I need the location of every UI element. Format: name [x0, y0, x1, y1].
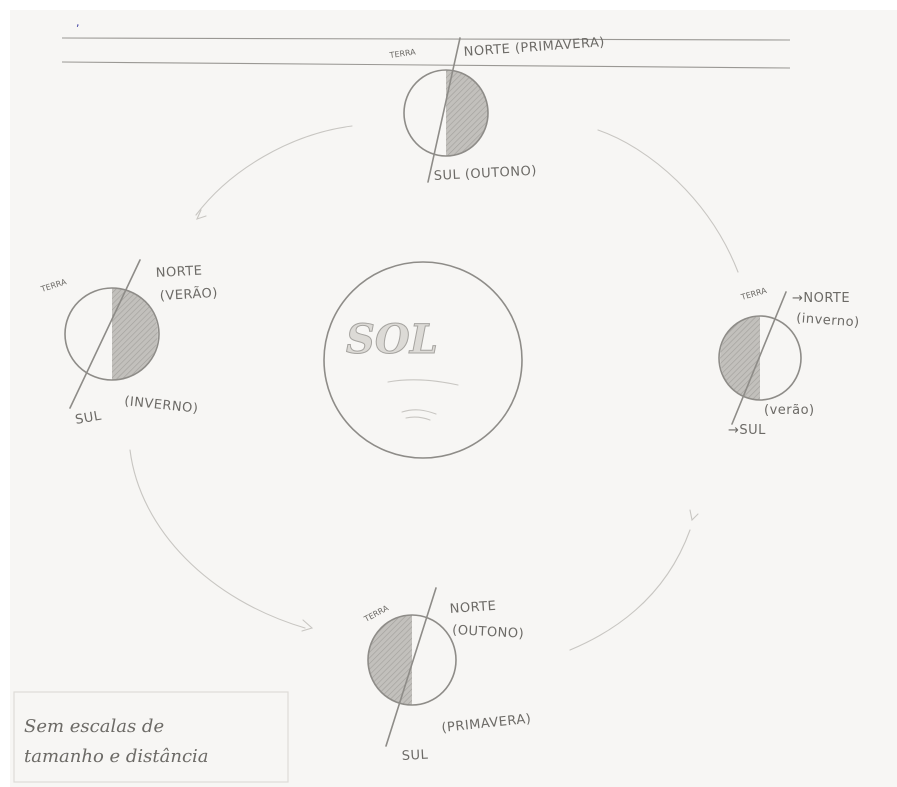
earth-right-axis	[731, 291, 787, 425]
earth-left-south-label: SUL	[74, 409, 103, 428]
earth-bottom-circle	[367, 614, 457, 706]
margin-mark: ,	[76, 16, 80, 29]
sun-scribble-2	[401, 409, 437, 415]
orbit-arc-top-left	[195, 125, 353, 216]
earth-bottom-axis	[385, 587, 437, 747]
earth-top-night-side	[446, 70, 488, 156]
drawing-sheet: , SOL TERRA NORTE (PRIMAVERA) SUL (OUTON…	[10, 10, 897, 787]
diagram-canvas: , SOL TERRA NORTE (PRIMAVERA) SUL (OUTON…	[13, 16, 860, 783]
scale-note: Sem escalas de tamanho e distância	[13, 691, 289, 783]
orbit-arcs	[129, 125, 739, 651]
earth-top-axis	[427, 37, 461, 183]
note-frame	[13, 691, 289, 783]
orbit-arrow-bottom-left	[301, 619, 314, 632]
earth-left-terra-label: TERRA	[39, 277, 68, 294]
earth-bottom-night-side	[368, 615, 412, 705]
sun-label: SOL	[346, 316, 438, 363]
sun-circle	[323, 261, 523, 459]
orbit-arrow-top-left	[195, 209, 207, 220]
earth-left-north-season: (VERÃO)	[159, 285, 218, 304]
earth-top-circle	[403, 69, 489, 157]
earth-right: TERRA →NORTE (inverno) (verão) →SUL	[718, 286, 860, 438]
earth-right-north-label: →NORTE	[792, 291, 850, 306]
earth-right-night-side	[720, 316, 760, 400]
header-rule-lower	[61, 61, 791, 69]
earth-left-south-season: (INVERNO)	[124, 394, 199, 417]
earth-left-axis	[69, 259, 141, 409]
earth-bottom: TERRA NORTE (OUTONO) (PRIMAVERA) SUL	[362, 587, 532, 764]
sun-scribble-3	[405, 416, 431, 421]
sun-scribble-1	[387, 379, 459, 386]
earth-right-circle	[718, 315, 802, 401]
earth-left-night-side	[112, 288, 158, 380]
earth-top: TERRA NORTE (PRIMAVERA) SUL (OUTONO)	[388, 35, 605, 184]
earth-right-north-season: (inverno)	[796, 311, 860, 330]
earth-right-south-label: →SUL	[728, 423, 766, 438]
note-line-2: tamanho e distância	[24, 746, 209, 767]
earth-left-north-label: NORTE	[155, 264, 202, 281]
header-rule-upper	[61, 37, 791, 41]
earth-left: TERRA NORTE (VERÃO) SUL (INVERNO)	[39, 259, 218, 428]
earth-top-south-label: SUL (OUTONO)	[433, 164, 537, 184]
earth-bottom-north-season: (OUTONO)	[452, 623, 525, 642]
earth-bottom-south-season: (PRIMAVERA)	[441, 712, 532, 736]
earth-top-terra-label: TERRA	[388, 47, 417, 60]
sun: SOL	[323, 261, 523, 459]
orbit-arrow-right	[689, 509, 699, 522]
orbit-arc-top-right	[597, 129, 739, 273]
earth-bottom-north-label: NORTE	[449, 599, 497, 617]
orbit-arc-bottom-left	[129, 449, 306, 629]
note-line-1: Sem escalas de	[24, 716, 164, 737]
earth-left-circle	[64, 287, 160, 381]
earth-bottom-terra-label: TERRA	[362, 603, 391, 624]
earth-right-south-season: (verão)	[764, 403, 815, 418]
orbit-arc-bottom-right	[569, 529, 691, 651]
earth-bottom-south-label: SUL	[401, 748, 429, 764]
earth-right-terra-label: TERRA	[739, 286, 768, 302]
